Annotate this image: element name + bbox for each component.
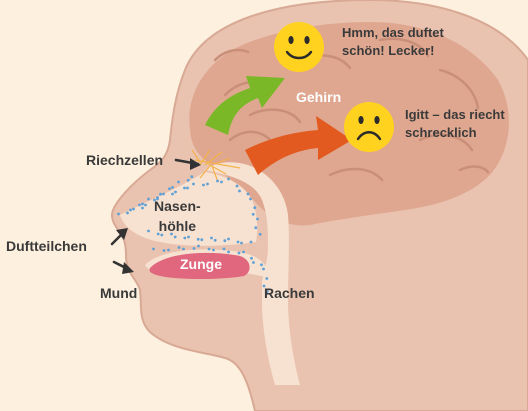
odor-particle [186,187,189,190]
odor-particle [208,248,211,251]
odor-particle [193,247,196,250]
odor-particle [206,183,209,186]
unpleasant-thought-text: Igitt – das riecht schrecklich [405,106,505,141]
nasal-cavity-label: Nasen- höhle [154,196,201,237]
odor-particle [265,277,268,280]
odor-particle [197,245,200,248]
odor-particle [192,183,195,186]
odor-particle [171,193,174,196]
odor-particles-label: Duftteilchen [6,238,87,255]
odor-particle [238,252,241,255]
odor-particle [147,230,150,233]
odor-particle [168,187,171,190]
odor-particle [126,212,129,215]
odor-particle [227,178,230,181]
odor-particle [183,187,186,190]
pleasant-thought-text: Hmm, das duftet schön! Lecker! [342,24,444,59]
smiley-sad-icon [344,102,394,152]
odor-particle [247,193,250,196]
odor-particle [237,241,240,244]
odor-particle [240,242,243,245]
odor-particle [250,257,253,260]
odor-particle [141,203,144,206]
tongue-label: Zunge [180,256,222,273]
odor-particle [236,185,239,188]
odor-particle [216,180,219,183]
odor-particle [253,206,256,209]
odor-particle [117,213,120,216]
odor-particle [223,239,226,242]
odor-particle [259,233,262,236]
odor-particle [227,238,230,241]
odor-particle [210,237,213,240]
odor-particle [227,251,230,254]
odor-particle [171,186,174,189]
odor-particle [220,181,223,184]
odor-particle [187,179,190,182]
odor-particle [197,238,200,241]
odor-particle [177,181,180,184]
odor-particle [138,204,141,207]
odor-particle [262,268,265,271]
odor-particle [132,208,135,211]
odor-particle [129,209,132,212]
odor-particle [214,239,217,242]
odor-particle [252,213,255,216]
throat-label: Rachen [264,285,315,302]
odor-particle [238,190,241,193]
odor-particle [260,263,263,266]
odor-particle [141,207,144,210]
odor-particle [144,204,147,207]
odor-particle [252,261,255,264]
odor-particle [242,251,245,254]
odor-particle [212,249,215,252]
odor-particle [254,226,257,229]
odor-particle [200,238,203,241]
mouth-label: Mund [100,285,137,302]
olfactory-cells-label: Riechzellen [86,152,163,169]
odor-particle [249,198,252,201]
odor-particle [182,248,185,251]
odor-particle [250,241,253,244]
odor-particle [167,249,170,252]
odor-particle [178,246,181,249]
brain-label: Gehirn [296,89,341,106]
odor-particle [183,237,186,240]
odor-particle [147,198,150,201]
odor-particle [202,184,205,187]
smiley-happy-icon [274,22,324,72]
odor-particle [256,218,259,221]
odor-particle [190,175,193,178]
odor-particle [163,249,166,252]
odor-particle [174,191,177,194]
odor-particle [223,248,226,251]
odor-particle [152,248,155,251]
odor-particle [162,193,165,196]
